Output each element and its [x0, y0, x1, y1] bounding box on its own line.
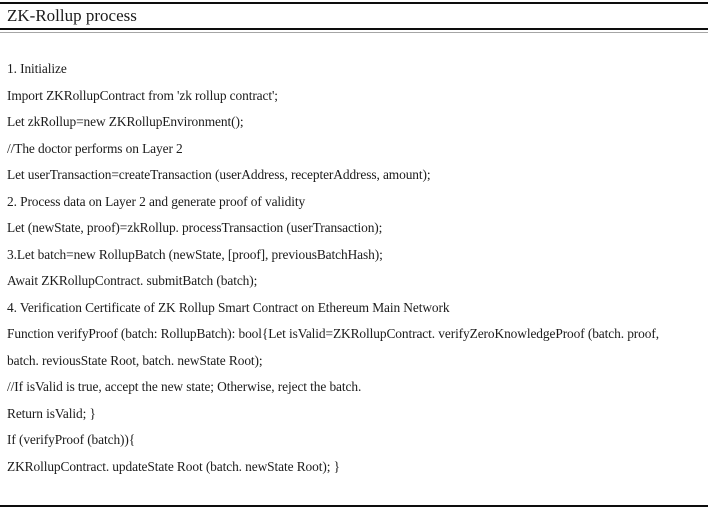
pseudocode-line: ZKRollupContract. updateState Root (batc…	[7, 458, 340, 474]
table-top-rule	[0, 2, 708, 4]
pseudocode-line: //If isValid is true, accept the new sta…	[7, 379, 362, 394]
pseudocode-line: Function verifyProof (batch: RollupBatch…	[7, 326, 659, 341]
table-bottom-rule	[0, 505, 708, 507]
pseudocode-line: If (verifyProof (batch)){	[7, 432, 136, 447]
pseudocode-line: Import ZKRollupContract from 'zk rollup …	[7, 87, 278, 103]
pseudocode-line: 1. Initialize	[7, 61, 67, 76]
pseudocode-line: Let zkRollup=new ZKRollupEnvironment();	[7, 114, 244, 129]
pseudocode-line: Return isValid; }	[7, 405, 96, 421]
table-title: ZK-Rollup process	[7, 6, 137, 25]
pseudocode-line: Let (newState, proof)=zkRollup. processT…	[7, 220, 383, 235]
pseudocode-line: 4. Verification Certificate of ZK Rollup…	[7, 299, 450, 315]
pseudocode-line: batch. reviousState Root, batch. newStat…	[7, 352, 263, 368]
pseudocode-line: 3.Let batch=new RollupBatch (newState, […	[7, 246, 383, 262]
pseudocode-line: Await ZKRollupContract. submitBatch (bat…	[7, 273, 258, 288]
pseudocode-line: Let userTransaction=createTransaction (u…	[7, 167, 431, 182]
table-header-rule-shadow	[0, 32, 708, 33]
table-header-rule	[0, 28, 708, 30]
pseudocode-line: 2. Process data on Layer 2 and generate …	[7, 193, 306, 209]
pseudocode-line: //The doctor performs on Layer 2	[7, 140, 183, 156]
